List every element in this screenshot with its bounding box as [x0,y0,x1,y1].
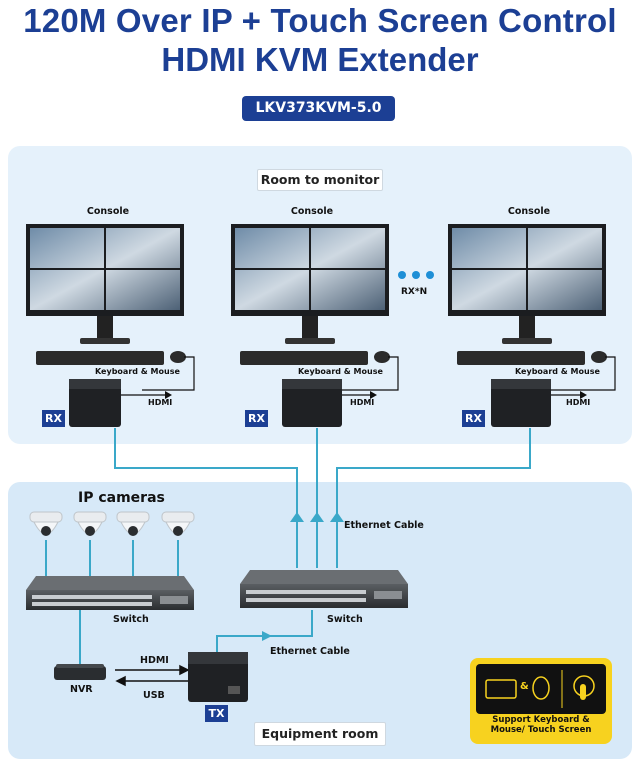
equipment-room-label: Equipment room [254,722,386,746]
title-line-2: HDMI KVM Extender [161,41,479,78]
cable-lines [45,428,531,665]
rx-badge-1: RX [42,410,65,427]
nvr-box [54,666,106,680]
up-arrows [262,512,344,641]
switch-label-1: Switch [113,614,149,625]
tx-badge: TX [205,705,228,722]
keyboard-mouse-label-1: Keyboard & Mouse [95,367,180,376]
hdmi-label-3: HDMI [566,398,591,407]
more-dots [398,271,434,279]
model-badge: LKV373KVM-5.0 [242,96,395,121]
nvr-usb-label: USB [143,690,165,701]
ethernet-cable-label-2: Ethernet Cable [270,646,350,657]
ethernet-cable-label-1: Ethernet Cable [344,520,424,531]
rx-badge-3: RX [462,410,485,427]
ip-camera-group [29,511,195,536]
ip-cameras-label: IP cameras [78,490,165,506]
rx-badge-2: RX [245,410,268,427]
room-to-monitor-label: Room to monitor [257,169,383,191]
console-label-2: Console [290,206,334,217]
feature-text: Support Keyboard & Mouse/ Touch Screen [490,715,592,735]
switch-label-2: Switch [327,614,363,625]
console-label-1: Console [86,206,130,217]
hdmi-label-2: HDMI [350,398,375,407]
nvr-label: NVR [70,684,93,695]
feature-box [470,658,612,744]
console-label-3: Console [507,206,551,217]
switches [26,570,408,610]
console-units [26,224,616,427]
title-line-1: 120M Over IP + Touch Screen Control [23,2,617,39]
nvr-hdmi-label: HDMI [140,655,169,666]
keyboard-mouse-label-2: Keyboard & Mouse [298,367,383,376]
keyboard-mouse-label-3: Keyboard & Mouse [515,367,600,376]
amp-glyph: & [520,681,529,692]
hdmi-label-1: HDMI [148,398,173,407]
hdmi-usb-arrows [115,664,190,687]
rxn-label: RX*N [401,287,428,297]
